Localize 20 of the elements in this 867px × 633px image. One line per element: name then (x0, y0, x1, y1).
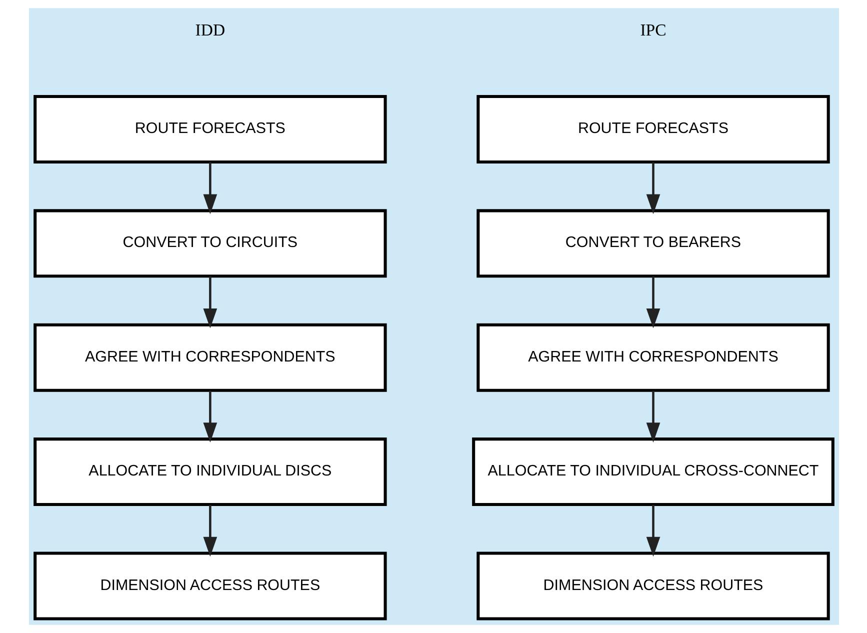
node-box: ALLOCATE TO INDIVIDUAL CROSS-CONNECT (472, 438, 834, 506)
node-box: AGREE WITH CORRESPONDENTS (476, 323, 830, 392)
label: IDD (194, 20, 225, 40)
node-box: ROUTE FORECASTS (476, 94, 830, 164)
node-box: DIMENSION ACCESS ROUTES (33, 552, 386, 620)
node-box: CONVERT TO CIRCUITS (33, 209, 386, 278)
arrow (646, 390, 660, 442)
label: IPC (640, 20, 666, 40)
node-box: DIMENSION ACCESS ROUTES (476, 552, 830, 620)
arrow (202, 390, 217, 442)
node-box: CONVERT TO BEARERS (476, 209, 830, 278)
arrow (202, 276, 217, 328)
node-box: AGREE WITH CORRESPONDENTS (33, 323, 386, 392)
node-box: ALLOCATE TO INDIVIDUAL DISCS (33, 438, 386, 506)
arrow (202, 504, 217, 557)
node-box: ROUTE FORECASTS (33, 94, 386, 164)
arrow (646, 504, 660, 557)
arrow (646, 276, 660, 328)
arrow (646, 162, 660, 214)
arrow (202, 162, 217, 214)
